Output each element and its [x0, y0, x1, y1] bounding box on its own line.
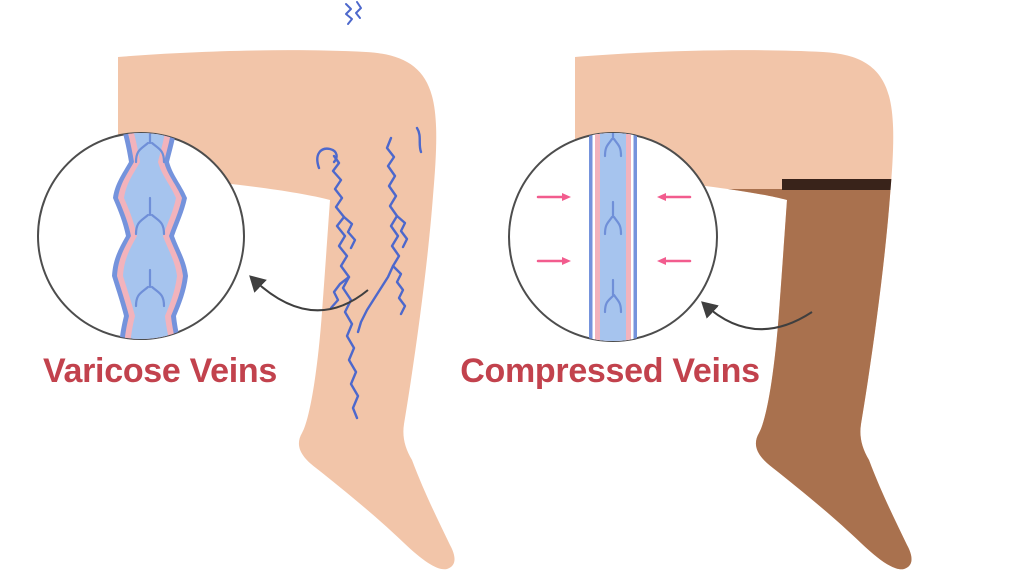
vein-squiggle-top — [345, 1, 362, 25]
right-connector-arrow — [701, 301, 813, 331]
label-compressed-veins: Compressed Veins — [460, 352, 760, 390]
compressed-vein-closeup — [536, 133, 692, 341]
label-varicose-veins: Varicose Veins — [43, 352, 277, 390]
compression-arrows — [536, 193, 692, 265]
compressed-valves — [603, 133, 623, 314]
stocking-top-band — [782, 179, 912, 190]
vein-squiggle — [331, 154, 360, 420]
vein-branch — [329, 275, 351, 310]
varicose-valves — [134, 133, 166, 308]
varicose-vein-closeup — [112, 133, 188, 339]
vein-squiggle — [356, 136, 401, 334]
left-connector-arrow — [249, 275, 369, 312]
vein-edge — [415, 126, 423, 154]
vein-lumen — [123, 133, 177, 339]
vein-branch — [342, 215, 357, 250]
vein-branch — [391, 264, 407, 316]
left-leg-varicose — [118, 1, 455, 570]
vein-branch — [395, 214, 409, 249]
varicose-vein-squiggles — [316, 126, 423, 420]
vein-hook — [316, 147, 338, 170]
